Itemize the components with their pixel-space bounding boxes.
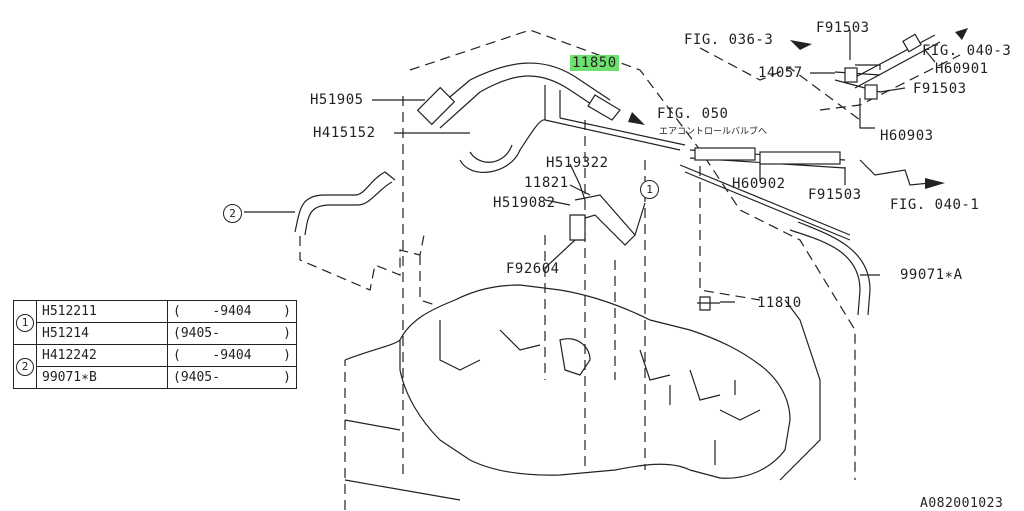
legend-part-number[interactable]: H51214 [36, 322, 168, 345]
legend-period-open: ( [173, 348, 181, 363]
legend-callout-2: 2 [16, 357, 34, 376]
legend-part-number[interactable]: H412242 [36, 344, 168, 367]
frame-dashed-outline [299, 29, 856, 510]
part-label-f92604[interactable]: F92604 [506, 261, 560, 277]
legend-period-open: (9405- [173, 326, 220, 341]
ref-label-fig040-3[interactable]: FIG. 040-3 [922, 43, 1012, 59]
diagram-reference-code: A082001023 [920, 496, 1004, 511]
ref-label-fig050-note: エアコントロールバルブへ [659, 127, 768, 137]
part-label-99071a[interactable]: 99071∗A [900, 267, 963, 283]
part-label-h415152[interactable]: H415152 [313, 125, 376, 141]
part-label-h519082[interactable]: H519082 [493, 195, 556, 211]
ref-label-fig050[interactable]: FIG. 050 [657, 106, 729, 122]
ref-label-fig036-3[interactable]: FIG. 036-3 [684, 32, 774, 48]
legend-period-close: ) [283, 370, 291, 385]
ref-label-fig040-1[interactable]: FIG. 040-1 [890, 197, 980, 213]
legend-callout-1: 1 [16, 313, 34, 332]
part-label-h519322[interactable]: H519322 [546, 155, 609, 171]
manifold-body [399, 284, 791, 479]
legend-period-value: -9404 [212, 348, 252, 363]
engine-outline-left [344, 339, 461, 501]
callout-1[interactable]: 1 [640, 180, 659, 199]
arrow-fig040-1 [925, 178, 945, 189]
legend-period-close: ) [283, 304, 291, 319]
part-label-f91503-mid[interactable]: F91503 [913, 81, 967, 97]
part-label-11850[interactable]: 11850 [570, 55, 619, 71]
part-label-h51905[interactable]: H51905 [310, 92, 364, 108]
legend-period: ( -9404) [167, 344, 297, 367]
frame-dashed-right [544, 120, 761, 470]
legend-period-open: ( [173, 304, 181, 319]
legend-row: 1 H512211 ( -9404) [13, 300, 297, 345]
connector-h519082 [569, 214, 586, 241]
legend-period: (9405-) [167, 322, 297, 345]
legend-row: 99071∗B (9405-) [14, 366, 297, 389]
part-label-11821[interactable]: 11821 [524, 175, 569, 191]
part-label-f91503-top[interactable]: F91503 [816, 20, 870, 36]
engine-outline-right [779, 299, 821, 481]
legend-period: (9405-) [167, 366, 297, 389]
legend-part-number[interactable]: 99071∗B [36, 366, 168, 389]
hose-down-pipe [544, 85, 686, 151]
legend-group-marker: 2 [13, 344, 37, 389]
legend-period-open: (9405- [173, 370, 220, 385]
hose-2 [294, 171, 396, 236]
connector-11850 [587, 94, 621, 121]
fitting-11810 [697, 296, 720, 311]
hose-99071a [789, 221, 871, 316]
zigzag-right [819, 54, 961, 111]
part-label-f91503-low[interactable]: F91503 [808, 187, 862, 203]
zigzag-fig036 [699, 47, 861, 121]
part-label-h60902[interactable]: H60902 [732, 176, 786, 192]
part-label-h60901[interactable]: H60901 [935, 61, 989, 77]
legend-period-close: ) [283, 326, 291, 341]
zigzag-fig040-1 [859, 159, 931, 186]
arrow-top-right [955, 28, 968, 40]
manifold-detail [439, 320, 761, 465]
legend-group-marker: 1 [13, 300, 37, 345]
leader-lines [244, 30, 936, 303]
callout-2[interactable]: 2 [223, 204, 242, 223]
legend-part-number[interactable]: H512211 [36, 300, 168, 323]
part-label-14057[interactable]: 14057 [758, 65, 803, 81]
variant-legend-table: 1 H512211 ( -9404) H51214 (9405-) 2 H4122… [13, 300, 297, 389]
arrow-fig050 [628, 112, 645, 125]
legend-period: ( -9404) [167, 300, 297, 323]
part-label-h60903[interactable]: H60903 [880, 128, 934, 144]
legend-row: 2 H412242 ( -9404) [13, 344, 297, 389]
arrow-fig036 [790, 40, 812, 50]
pipe-to-fig040-1 [679, 164, 851, 241]
part-label-11810[interactable]: 11810 [757, 295, 802, 311]
legend-period-value: -9404 [212, 304, 252, 319]
pipe-fig040-3 [849, 34, 941, 89]
hose-main-pipe [469, 62, 611, 111]
legend-period-close: ) [283, 348, 291, 363]
hose-h415152 [459, 119, 546, 173]
hose-11821 [574, 194, 636, 246]
legend-row: H51214 (9405-) [14, 322, 297, 345]
